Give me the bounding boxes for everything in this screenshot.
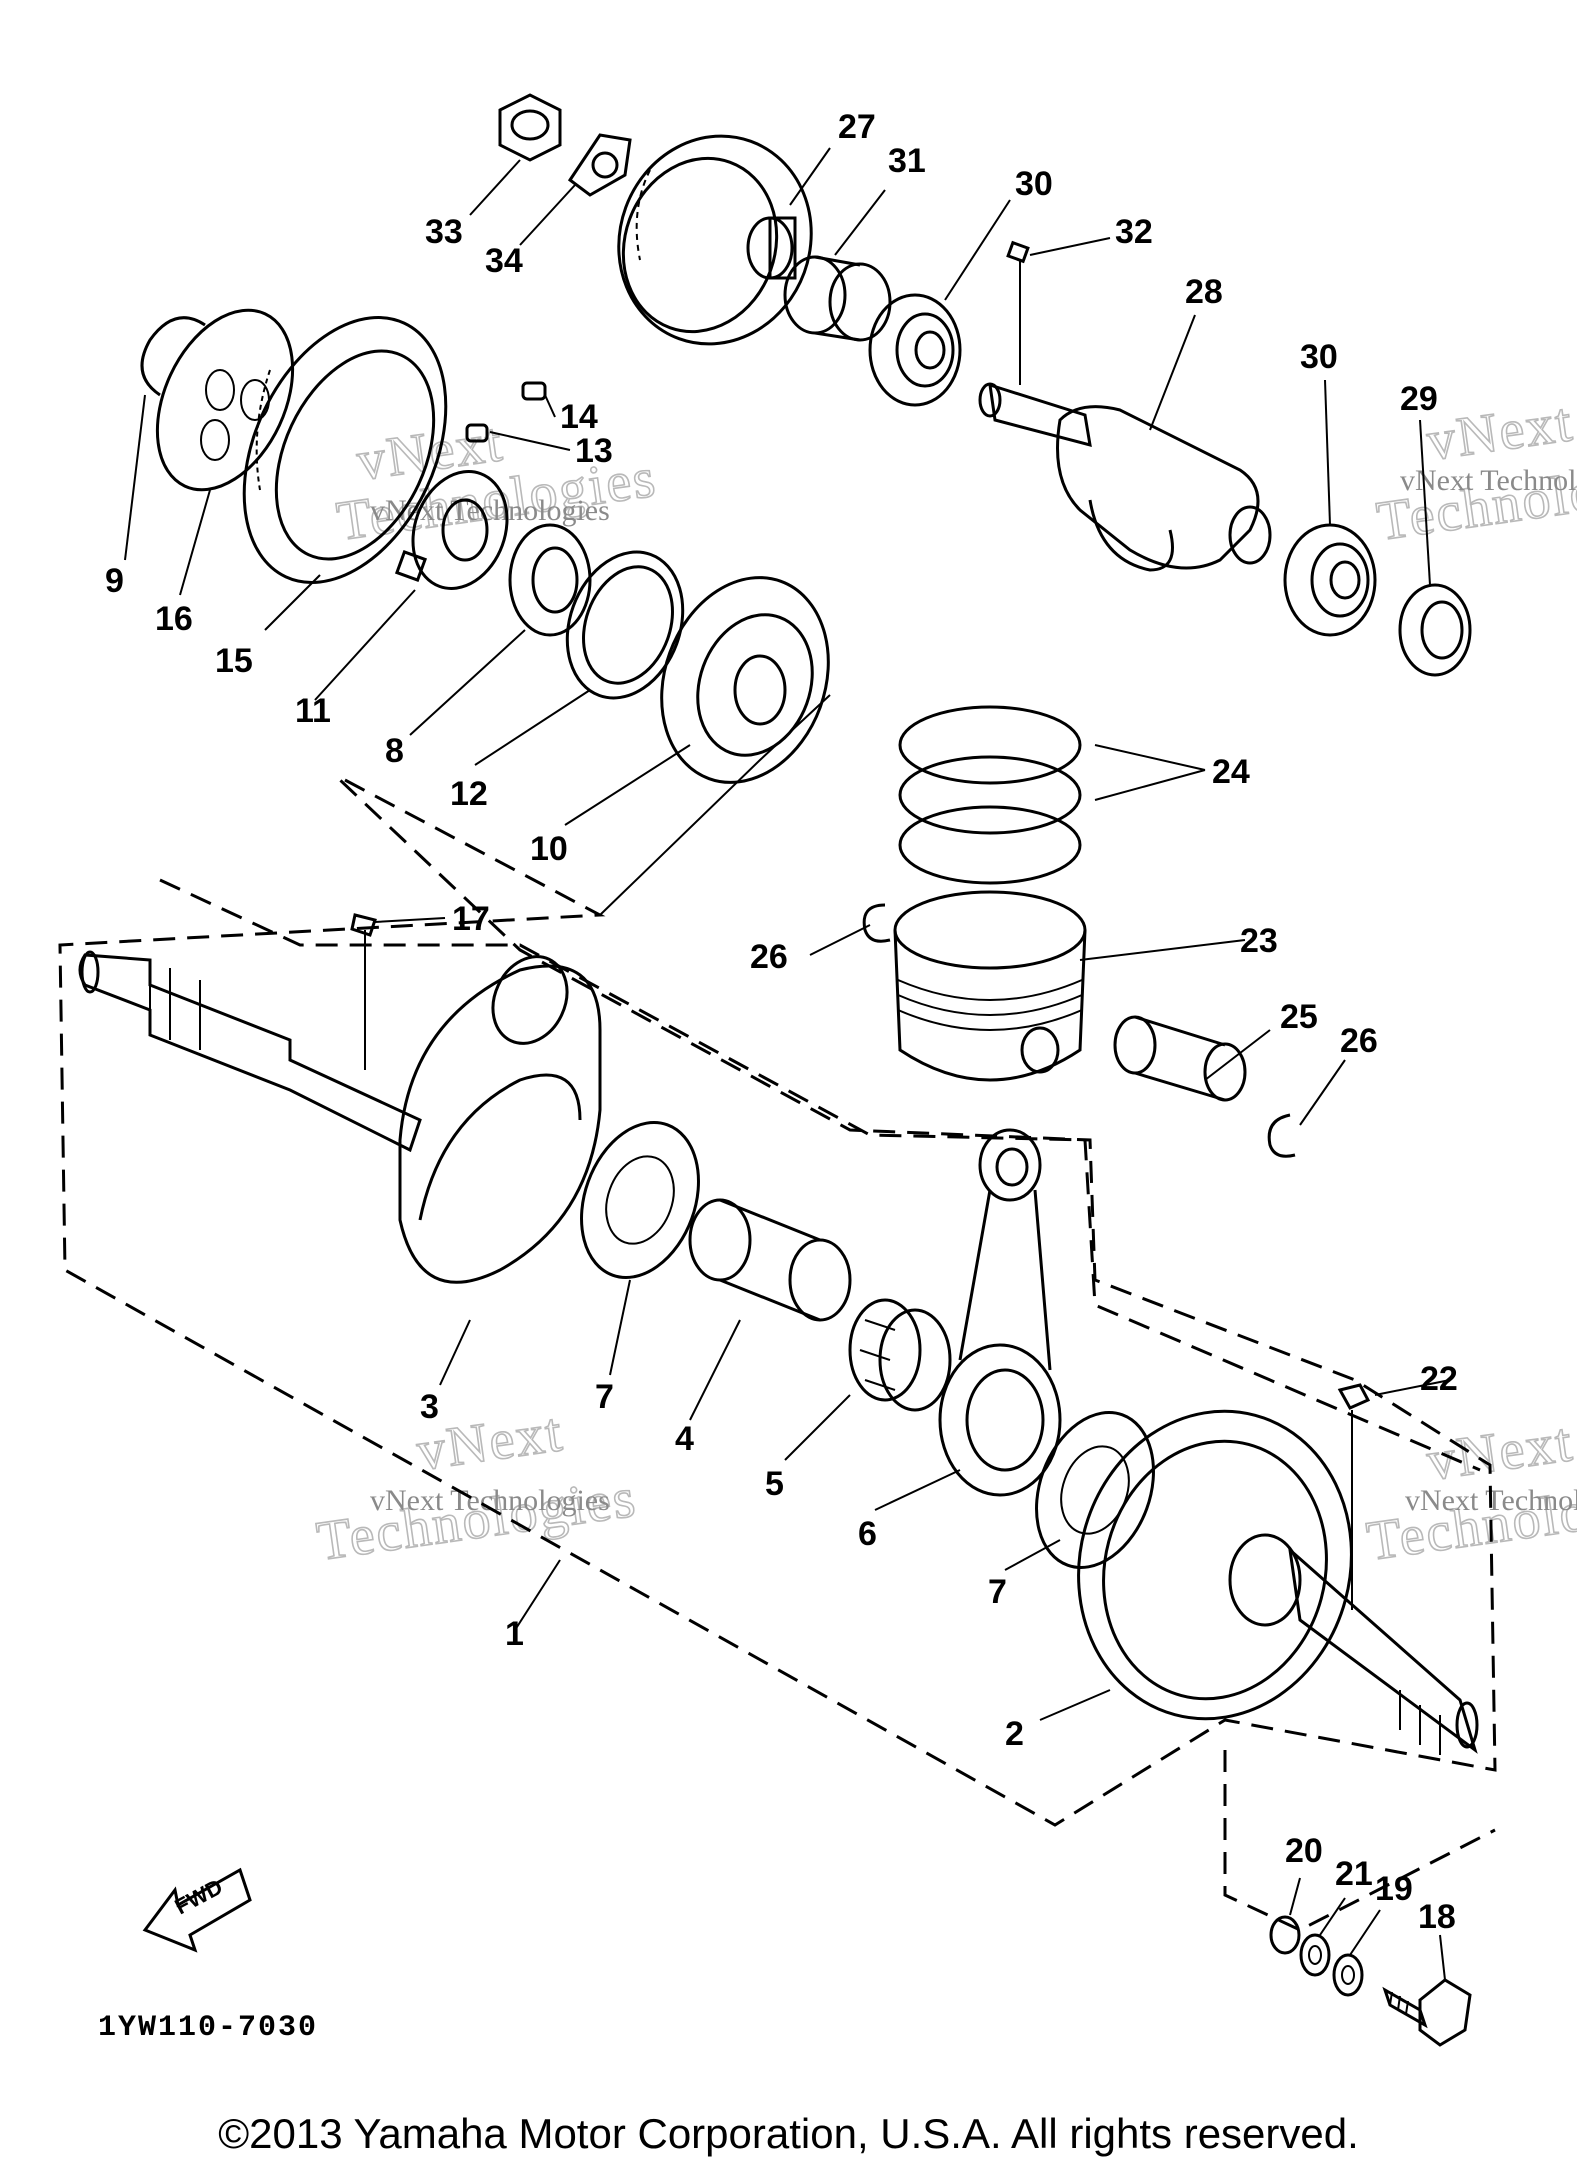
label-part-25: 25	[1280, 998, 1318, 1036]
label-part-13: 13	[575, 432, 613, 470]
label-part-16: 16	[155, 600, 193, 638]
label-part-31: 31	[888, 142, 926, 180]
crank-inner-boundary	[159, 878, 1481, 1472]
label-part-12: 12	[450, 775, 488, 813]
part-5-needle-bearing	[848, 1298, 952, 1412]
part-14-dowel	[521, 381, 547, 401]
label-part-9: 9	[105, 562, 124, 600]
part-20-o-ring	[1269, 1915, 1301, 1955]
part-4-crank-pin	[688, 1198, 852, 1322]
crank-assembly-outer-boundary	[58, 778, 1497, 1827]
part-30-bearing-upper	[868, 293, 962, 407]
label-part-18: 18	[1418, 1898, 1456, 1936]
label-part-32: 32	[1115, 213, 1153, 251]
part-10-main-bearing	[660, 576, 830, 784]
watermark-outline-7: vNext	[1423, 1411, 1577, 1493]
part-22-woodruff-key	[1337, 1383, 1371, 1410]
label-part-15: 15	[215, 642, 253, 680]
part-33-nut	[498, 93, 562, 162]
part-29-oil-seal	[1398, 583, 1472, 677]
watermark-outline-3: vNext	[1423, 391, 1577, 473]
part-9-circlip	[140, 316, 206, 397]
part-6-connecting-rod	[938, 1128, 1062, 1497]
part-8-spacer	[508, 523, 592, 637]
watermark-group: vNext Technologies vNext Technologies vN…	[312, 390, 1577, 1573]
part-21-washer	[1299, 1933, 1331, 1977]
part-16-plate	[155, 308, 295, 492]
label-part-24: 24	[1212, 753, 1250, 791]
label-part-3: 3	[420, 1388, 439, 1426]
label-part-1: 1	[505, 1615, 524, 1653]
label-part-4: 4	[675, 1420, 694, 1458]
part-number-labels: 33 34 27 31 30 32 28 30 29 14 13 9 16 15…	[105, 108, 1458, 1936]
label-part-11: 11	[295, 692, 331, 730]
part-15-balancer-drive-gear	[242, 316, 448, 584]
label-part-28: 28	[1185, 273, 1223, 311]
part-25-piston-pin	[1113, 1015, 1247, 1102]
label-part-20: 20	[1285, 1832, 1323, 1870]
label-part-29: 29	[1400, 380, 1438, 418]
label-part-17: 17	[452, 900, 490, 938]
part-2-crankshaft-right	[1077, 1409, 1479, 1755]
part-18-bolt	[1382, 1978, 1472, 2047]
label-part-22: 22	[1420, 1360, 1458, 1398]
part-13-dowel	[465, 423, 489, 443]
label-part-7-right: 7	[988, 1573, 1007, 1611]
part-17-woodruff-key	[350, 913, 377, 937]
label-part-2: 2	[1005, 1715, 1024, 1753]
label-part-30-upper: 30	[1015, 165, 1053, 203]
label-part-27: 27	[838, 108, 876, 146]
label-part-5: 5	[765, 1465, 784, 1503]
part-34-lock-washer	[567, 133, 632, 197]
label-part-33: 33	[425, 213, 463, 251]
part-31-collar	[783, 255, 892, 342]
part-3-crankshaft-left	[78, 950, 602, 1284]
watermark-text-2: vNext Technologies	[1400, 464, 1577, 497]
nut-washer-boundary	[1223, 1750, 1496, 1932]
part-27-balancer-driven-gear	[617, 134, 813, 346]
copyright-notice: ©2013 Yamaha Motor Corporation, U.S.A. A…	[218, 2110, 1359, 2157]
part-23-piston	[893, 890, 1087, 1082]
label-part-23: 23	[1240, 922, 1278, 960]
watermark-outline-6: Technologies	[313, 1467, 640, 1573]
label-part-21: 21	[1335, 1855, 1373, 1893]
diagram-code: 1YW110-7030	[98, 2011, 318, 2045]
part-24-piston-rings	[898, 705, 1082, 885]
label-part-8: 8	[385, 732, 404, 770]
part-7-washer-left	[580, 1121, 700, 1279]
fwd-direction-arrow: FWD	[142, 1867, 252, 1953]
part-28-balancer-shaft	[978, 260, 1272, 572]
part-26-piston-pin-clip-left	[862, 903, 891, 943]
fwd-label: FWD	[171, 1874, 227, 1920]
label-part-26-right: 26	[1340, 1022, 1378, 1060]
label-part-7-left: 7	[595, 1378, 614, 1416]
part-12-shim	[565, 550, 685, 700]
label-part-26-left: 26	[750, 938, 788, 976]
part-7-washer-right	[1035, 1411, 1155, 1569]
part-19-washer	[1332, 1953, 1364, 1997]
leader-lines	[124, 147, 1451, 1981]
part-11-buffer-boss	[394, 470, 509, 590]
part-32-key	[1006, 240, 1030, 264]
label-part-14: 14	[560, 398, 598, 436]
label-part-34: 34	[485, 242, 523, 280]
label-part-30-lower: 30	[1300, 338, 1338, 376]
label-part-19: 19	[1375, 1870, 1413, 1908]
watermark-text-3: vNext Technologies	[370, 1484, 610, 1517]
part-30-bearing-lower	[1283, 523, 1377, 637]
label-part-10: 10	[530, 830, 568, 868]
part-26-piston-pin-clip-right	[1267, 1113, 1296, 1158]
label-part-6: 6	[858, 1515, 877, 1553]
